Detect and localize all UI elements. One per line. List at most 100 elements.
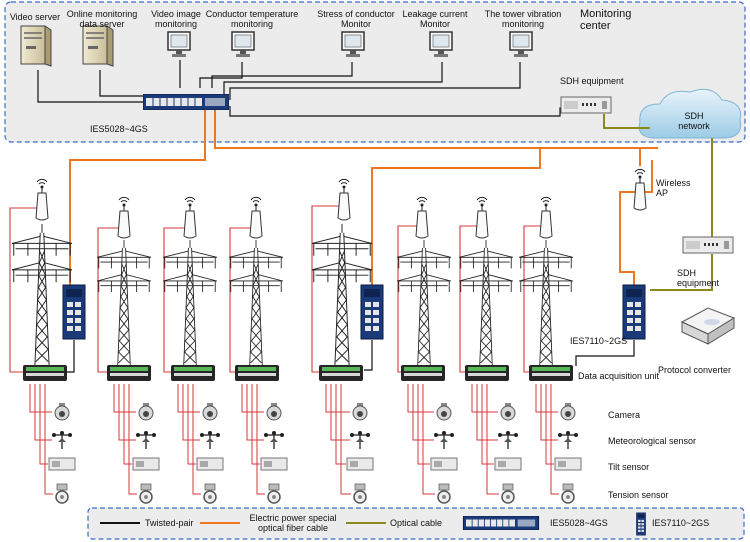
meteorological-sensor-icon-4 [264, 430, 284, 450]
sensor-wires [29, 384, 559, 495]
antenna-8 [539, 196, 553, 239]
antenna-7 [475, 196, 489, 239]
antenna-5 [337, 178, 351, 221]
fiber-cable-links [69, 110, 658, 286]
center-twisted-pair-links [37, 60, 572, 117]
camera-icon-5 [352, 402, 368, 421]
antenna-3 [183, 196, 197, 239]
sensor-wire-2-camera [113, 384, 136, 413]
daq-unit-6 [401, 365, 445, 381]
sensor-wire-7-camera [471, 384, 498, 413]
ies7110-switch-1 [62, 284, 86, 340]
sensor-wire-5-meteorological-sensor [330, 384, 350, 441]
data-server-icon [82, 25, 114, 67]
sensor-wire-7-meteorological-sensor [476, 384, 498, 441]
sensor-wire-6-meteorological-sensor [412, 384, 434, 441]
daq-unit-5 [319, 365, 363, 381]
wireless-ap-label: Wireless AP [656, 178, 691, 198]
optical-cable-links [603, 114, 713, 238]
sensor-wire-2-tilt-sensor [123, 384, 132, 465]
sensor-wire-4-meteorological-sensor [246, 384, 264, 441]
tension-sensor-icon-6 [437, 483, 451, 504]
sensor-wire-1-meteorological-sensor [34, 384, 52, 441]
sensor-wire-6-camera [407, 384, 434, 413]
legend-frame [87, 507, 745, 540]
temp-monitoring-label: Conductor temperature monitoring [205, 9, 299, 29]
tower-6 [396, 240, 452, 367]
sensor-wire-1-camera [29, 384, 52, 413]
tension-sensor-icon-8 [561, 483, 575, 504]
sensor-wire-5-tilt-sensor [335, 384, 346, 465]
camera-icon-7 [500, 402, 516, 421]
meteorological-sensor-icon-2 [136, 430, 156, 450]
tension-sensor-label: Tension sensor [608, 490, 669, 500]
sdh-network-label: SDH network [678, 111, 710, 131]
tilt-sensor-icon-3 [196, 457, 224, 471]
tension-sensor-icon-4 [267, 483, 281, 504]
tension-sensor-icon-3 [203, 483, 217, 504]
ies7110-switch-3 [622, 284, 646, 340]
sensor-wire-7-tension-sensor [486, 384, 499, 495]
sensor-wire-3-camera [177, 384, 200, 413]
sensor-wire-8-meteorological-sensor [540, 384, 558, 441]
antenna-wires [9, 205, 546, 373]
tilt-sensor-icon-5 [346, 457, 374, 471]
sdh-network-cloud [638, 88, 742, 139]
antenna-6 [415, 196, 429, 239]
tower-8 [518, 240, 574, 367]
camera-icon-4 [266, 402, 282, 421]
tension-sensor-icon-5 [353, 483, 367, 504]
legend-optical-label: Optical cable [390, 518, 443, 528]
legend-ies7110-label: IES7110~2GS [652, 518, 710, 528]
video-monitoring-label: Video image monitoring [151, 9, 201, 29]
tension-sensor-icon-1 [55, 483, 69, 504]
field-sdh-equipment-icon [682, 236, 734, 254]
field-sdh-link [650, 254, 713, 291]
data-server-label: Online monitoring data server [66, 9, 138, 29]
sensor-wire-2-tension-sensor [128, 384, 137, 495]
sensor-wire-2-meteorological-sensor [118, 384, 136, 441]
ies7110-switch-2 [360, 284, 384, 340]
daq-unit-1 [23, 365, 67, 381]
meteorological-sensor-icon-6 [434, 430, 454, 450]
sensor-wire-5-tension-sensor [340, 384, 351, 495]
tower-7 [458, 240, 514, 367]
sensor-wire-8-camera [535, 384, 558, 413]
legend-ies5028-label: IES5028~4GS [550, 518, 608, 528]
daq-unit-4 [235, 365, 279, 381]
meteorological-sensor-icon-8 [558, 430, 578, 450]
tilt-sensor-icon-4 [260, 457, 288, 471]
sensor-wire-1-tension-sensor [44, 384, 53, 495]
daq-unit-3 [171, 365, 215, 381]
sensor-wire-4-camera [241, 384, 264, 413]
stress-monitor-label: Stress of conductor Monitor [317, 9, 395, 29]
meteorological-sensor-icon-5 [350, 430, 370, 450]
daq-unit-2 [107, 365, 151, 381]
tilt-sensor-icon-6 [430, 457, 458, 471]
meteorological-sensor-label: Meteorological sensor [608, 436, 697, 446]
sensor-wire-8-tension-sensor [550, 384, 559, 495]
tower-3 [162, 240, 218, 367]
sensor-wire-6-tension-sensor [422, 384, 435, 495]
antenna-4 [249, 196, 263, 239]
legend-twisted-pair-label: Twisted-pair [145, 518, 194, 528]
meteorological-sensor-icon-1 [52, 430, 72, 450]
wireless-ap-antenna [633, 168, 647, 211]
legend-ies7110-icon [636, 512, 646, 536]
vibration-monitor-label: The tower vibration monitoring [484, 9, 562, 29]
monitoring-center-title: Monitoring center [580, 8, 632, 32]
camera-icon-2 [138, 402, 154, 421]
camera-icon-1 [54, 402, 70, 421]
sensor-wire-3-meteorological-sensor [182, 384, 200, 441]
field-sdh-label: SDH equipment [677, 268, 720, 288]
leakage-monitor-label: Leakage current Monitor [402, 9, 468, 29]
sensor-wire-3-tension-sensor [192, 384, 201, 495]
sensor-wire-7-tilt-sensor [481, 384, 494, 465]
center-sdh-label: SDH equipment [560, 76, 624, 86]
video-server-icon [20, 25, 52, 67]
meteorological-sensor-icon-3 [200, 430, 220, 450]
camera-label: Camera [608, 410, 641, 420]
camera-icon-3 [202, 402, 218, 421]
legend-fiber-label: Electric power special optical fiber cab… [249, 513, 337, 533]
